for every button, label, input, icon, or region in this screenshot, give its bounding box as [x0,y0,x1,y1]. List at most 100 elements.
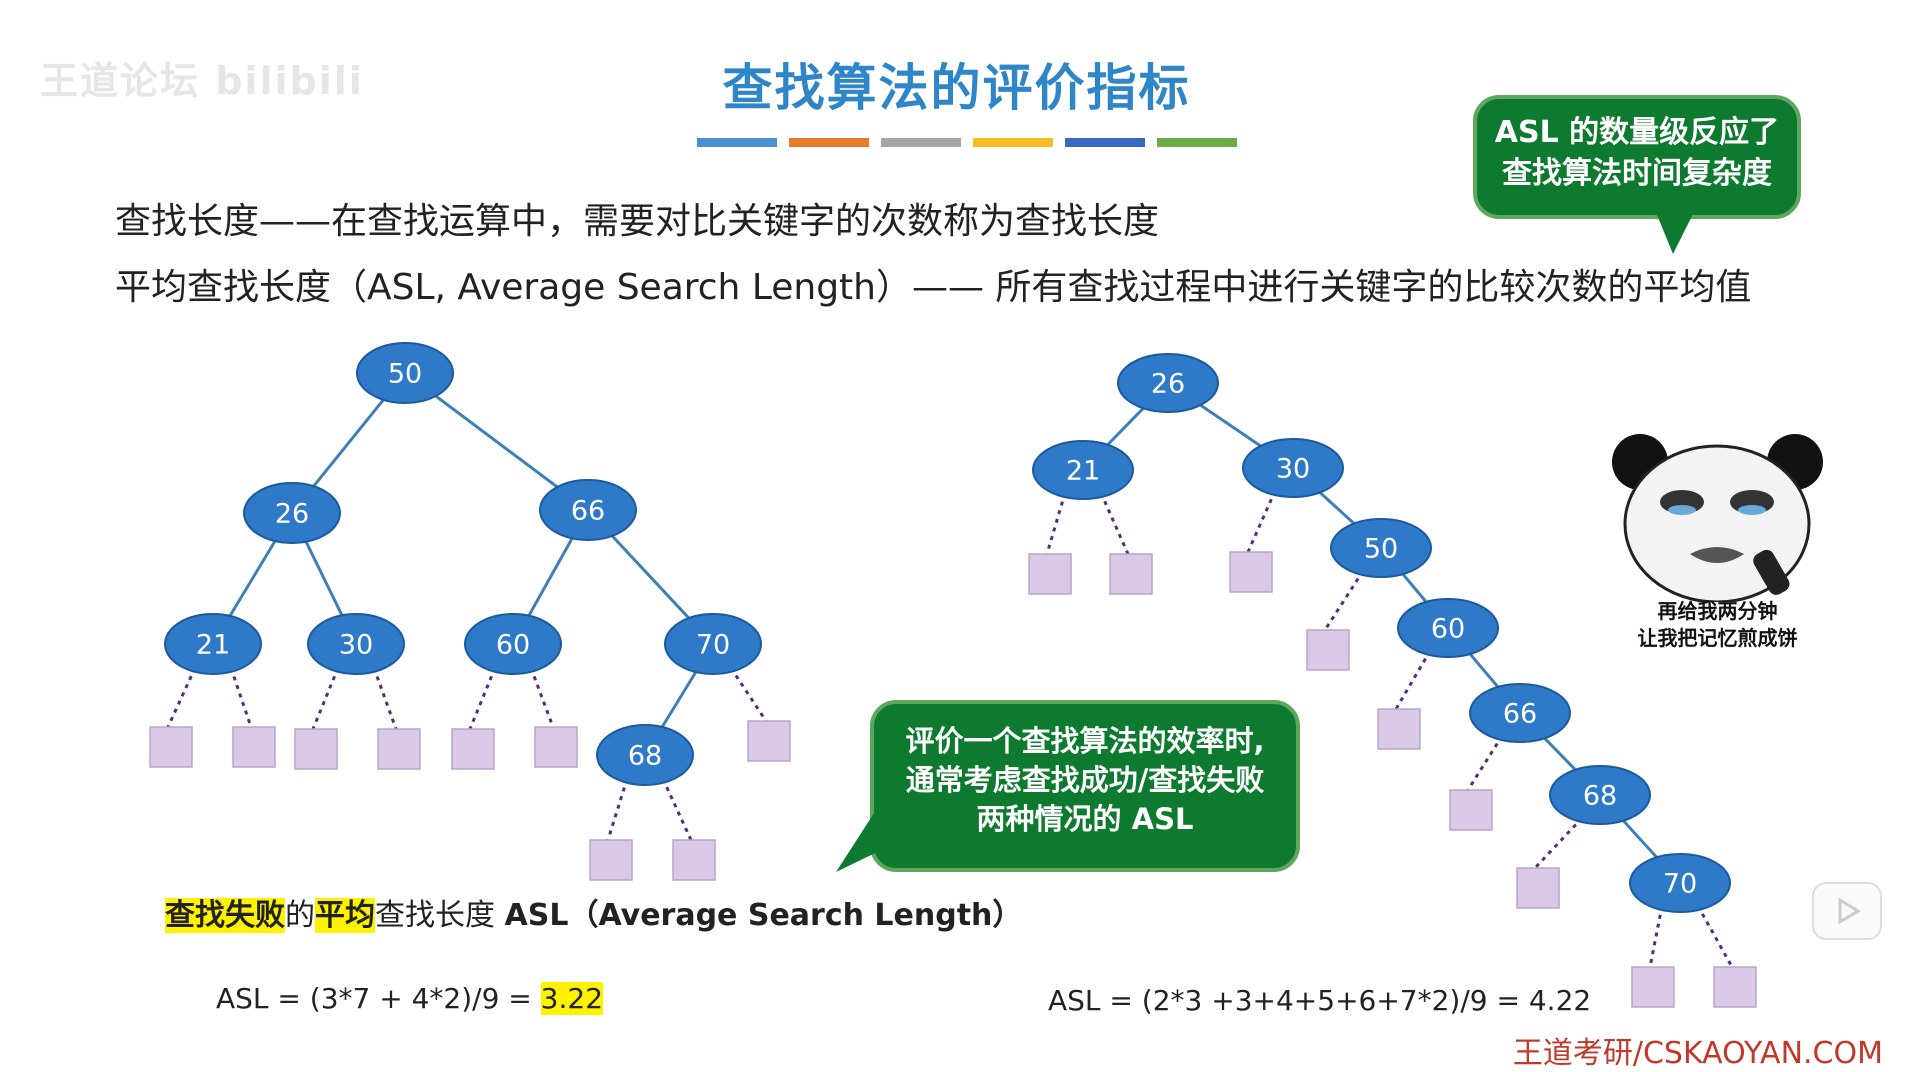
tree-node-label: 60 [1431,613,1465,644]
fail-node [1229,551,1273,593]
fail-node [1449,789,1493,831]
tree-node [1397,598,1499,658]
asl-left-formula: ASL = (3*7 + 4*2)/9 = 3.22 [216,982,604,1015]
tree-node-label: 60 [496,629,530,660]
tree-node [1032,440,1134,500]
fail-node [1109,553,1153,595]
tree-node [243,482,341,544]
tree-node [664,613,762,675]
color-bar [881,138,961,147]
tree-node-label: 30 [339,629,373,660]
fail-edge [1466,735,1504,791]
callout-line: 两种情况的 ASL [976,802,1194,837]
fail-edge [1099,492,1130,555]
page-title: 查找算法的评价指标 [722,59,1191,117]
fail-edge [1246,490,1277,553]
tree-node [1330,518,1432,578]
tree-node [464,613,562,675]
meme-caption: 再给我两分钟 让我把记忆煎成饼 [1595,598,1840,652]
fail-edge [1045,492,1067,555]
caption-text: 的 [285,898,315,933]
fail-edge [229,667,253,728]
formula-result: 3.22 [540,982,604,1015]
tree-node-label: 68 [628,740,662,771]
fail-edge [1323,570,1365,631]
tree-node [1549,765,1651,825]
color-bar [697,138,777,147]
fail-node [294,728,338,770]
tree-node [539,479,637,541]
fail-node [1028,553,1072,595]
fail-asl-caption: 查找失败的平均查找长度 ASL（Average Search Length） [165,890,1022,934]
tree-node [596,724,694,786]
asl-right-formula: ASL = (2*3 +3+4+5+6+7*2)/9 = 4.22 [1048,984,1592,1017]
callout-line: 评价一个查找算法的效率时, [905,724,1265,758]
tree-node [1242,438,1344,498]
fail-edge [166,667,197,728]
fail-edge [1696,905,1734,968]
callout-pointer [836,810,902,872]
play-icon [1838,897,1861,925]
highlight-fail: 查找失败 [165,898,285,933]
fail-node [232,726,276,768]
tree-node-label: 70 [696,629,730,660]
fail-node [672,839,716,881]
tree-node-label: 50 [388,358,422,389]
fail-edge [729,667,768,722]
definition-search-length: 查找长度——在查找运算中，需要对比关键字的次数称为查找长度 [115,201,1160,242]
tree-node [1117,353,1219,413]
definition-asl: 平均查找长度（ASL, Average Search Length）—— 所有查… [115,267,1752,308]
fail-edge [1394,650,1432,710]
meme-caption-line: 让我把记忆煎成饼 [1637,626,1798,650]
fail-node [1631,966,1675,1008]
fail-node [149,726,193,768]
fail-node [451,728,495,770]
tree-node [1629,853,1731,913]
brand-url: 王道考研/CSKAOYAN.COM [1512,1036,1883,1071]
tree-node-label: 50 [1364,533,1398,564]
fail-edge [529,667,555,728]
callout-line: 通常考虑查找成功/查找失败 [905,763,1265,798]
formula-text: ASL = (3*7 + 4*2)/9 = [216,982,541,1015]
tree-node-label: 30 [1276,453,1310,484]
tree-node [356,342,454,404]
fail-edge [1648,905,1664,968]
tree-node-label: 66 [1503,698,1537,729]
fail-node [534,726,578,768]
color-bar [973,138,1053,147]
tree-node-label: 66 [571,495,605,526]
tree-node-label: 26 [1151,368,1185,399]
tree-left: 50 26 66 21 30 60 70 68 [149,342,791,881]
highlight-average: 平均 [315,898,375,933]
fail-node [747,720,791,762]
fail-node [1713,966,1757,1008]
tree-node [164,613,262,675]
caption-asl: ASL（Average Search Length） [504,898,1023,933]
watermark-logo: 王道论坛 bilibili [40,59,364,103]
caption-text: 查找长度 [375,898,505,933]
fail-edge [661,778,693,841]
fail-edge [606,778,629,841]
meme-caption-line: 再给我两分钟 [1657,599,1778,623]
tree-node-label: 21 [1066,455,1100,486]
tree-node-label: 26 [275,498,309,529]
fail-node [1306,629,1350,671]
tree-node-label: 21 [196,629,230,660]
fail-node [1516,867,1560,909]
callout-line: ASL 的数量级反应了 [1494,115,1780,150]
fail-node [1377,708,1421,750]
tree-node-label: 68 [1583,780,1617,811]
tree-node [307,613,405,675]
color-bar [1065,138,1145,147]
tree-node [1469,683,1571,743]
efficiency-callout: 评价一个查找算法的效率时, 通常考虑查找成功/查找失败 两种情况的 ASL [870,700,1300,872]
fail-edge [468,667,497,730]
fail-node [589,839,633,881]
callout-pointer [1655,210,1695,254]
play-button[interactable] [1812,882,1882,940]
asl-complexity-callout: ASL 的数量级反应了 查找算法时间复杂度 [1473,95,1801,219]
color-bars [697,138,1237,147]
color-bar [1157,138,1237,147]
